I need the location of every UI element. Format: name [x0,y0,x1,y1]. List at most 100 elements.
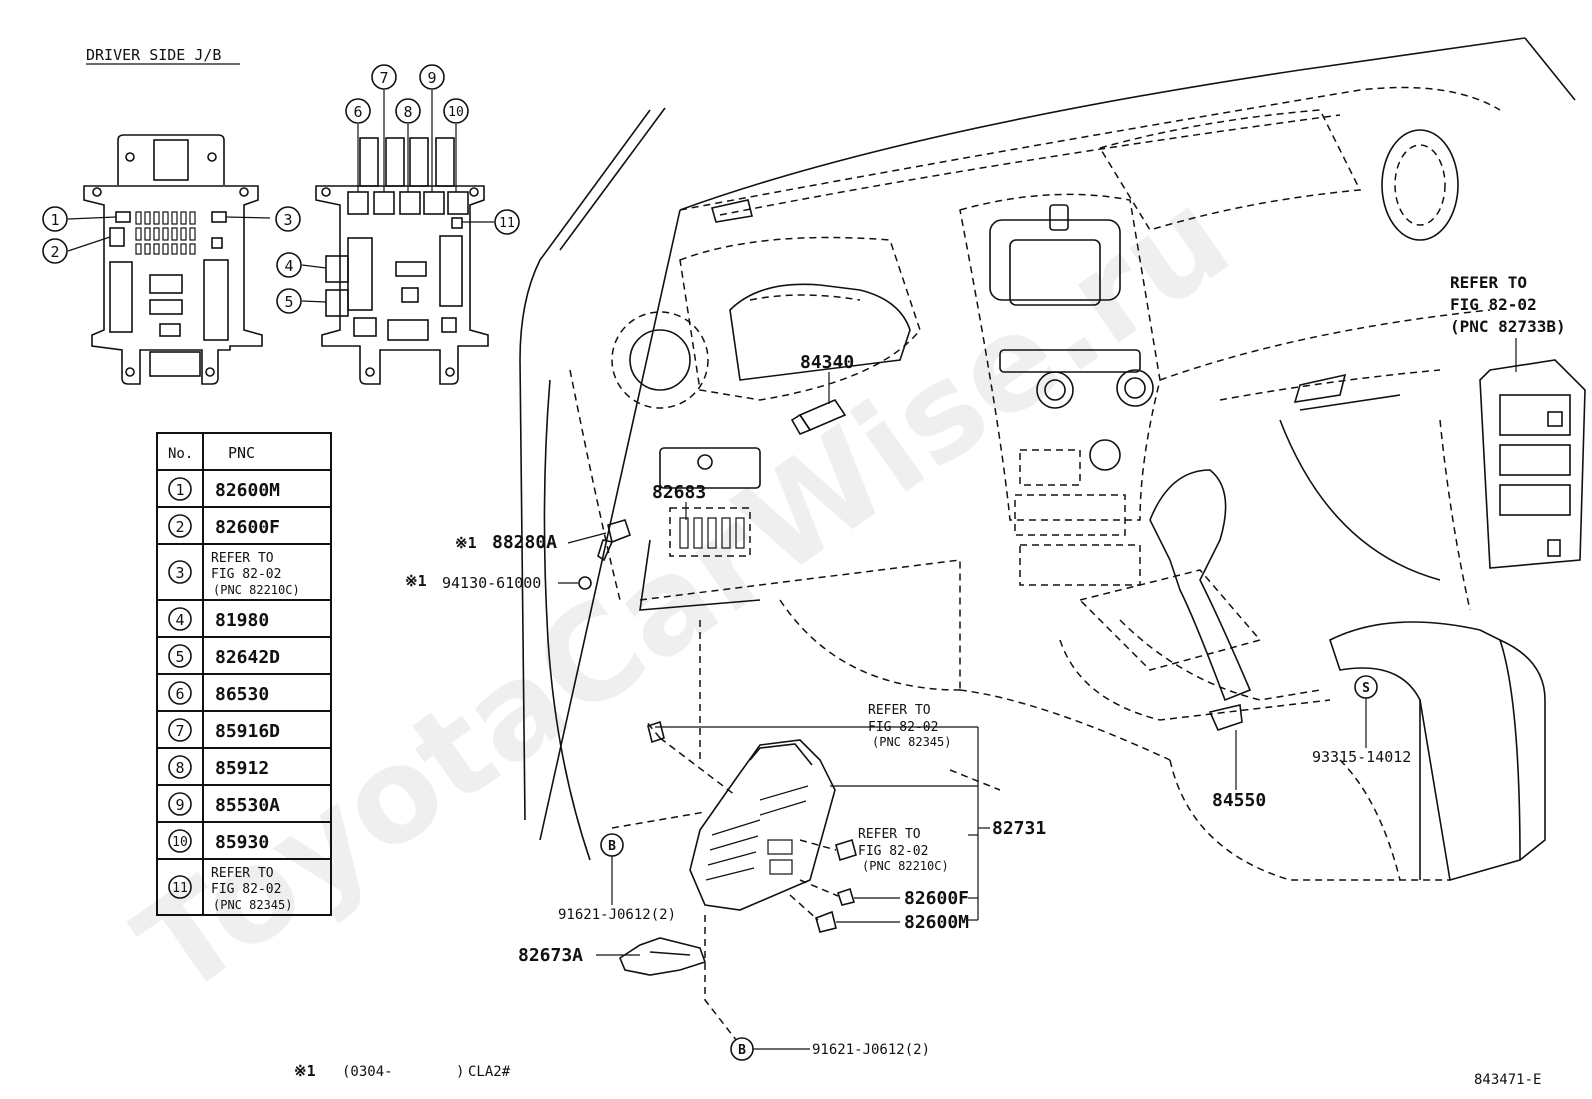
svg-text:8: 8 [175,759,184,777]
diagram-title: DRIVER SIDE J/B [86,46,221,64]
svg-text:11: 11 [499,216,515,231]
svg-text:3: 3 [283,211,292,229]
svg-text:4: 4 [284,257,293,275]
label-refer-82210C-line1: REFER TO [858,827,921,842]
label-94130-61000: 94130-61000 [442,574,541,592]
callout-4: 4 [276,252,302,278]
circle-b-lower: B [738,1043,746,1058]
table-row: 5 82642D [168,644,280,668]
figure-id: 843471-E [1474,1072,1541,1088]
part-84340: 84340 [790,352,854,436]
label-refer-82345-line1: REFER TO [868,703,931,718]
footnote-range: (0304- [342,1064,393,1080]
table-header-pnc: PNC [228,444,255,462]
pnc-table: No. PNC 1 82600M 2 82600F 3 REFER TO FIG… [156,432,332,916]
part-91621-bolt-b: B 91621-J0612(2) [730,1037,930,1061]
svg-text:(PNC 82210C): (PNC 82210C) [213,583,300,597]
table-header-no: No. [168,446,193,462]
svg-text:REFER TO: REFER TO [211,866,274,881]
table-row: 10 85930 [168,829,269,853]
svg-text:8: 8 [403,103,412,121]
label-82673A: 82673A [518,945,583,966]
svg-text:REFER TO: REFER TO [211,551,274,566]
svg-text:81980: 81980 [215,610,269,631]
part-94130-61000: ※1 94130-61000 [405,572,592,592]
part-82210C-connector: REFER TO FIG 82-02 (PNC 82210C) [799,827,949,873]
part-91621-bolt-a: B 91621-J0612(2) [558,833,676,923]
label-91621-a: 91621-J0612(2) [558,907,676,923]
label-93315-14012: 93315-14012 [1312,748,1411,766]
label-refer-82210C-line3: (PNC 82210C) [862,859,949,873]
part-82683: 82683 [652,482,706,520]
label-84550: 84550 [1212,790,1266,811]
svg-text:1: 1 [50,211,59,229]
svg-text:FIG 82-02: FIG 82-02 [211,882,281,897]
callout-8: 8 [395,98,421,124]
table-row: 2 82600F [168,514,280,538]
table-row: 3 REFER TO FIG 82-02 (PNC 82210C) [168,551,300,597]
callout-10: 10 [443,98,469,124]
callout-5: 5 [276,288,302,314]
label-88280A-mark: ※1 [455,534,477,552]
svg-text:7: 7 [379,69,388,87]
label-refer-82733B-line1: REFER TO [1450,273,1527,292]
callout-2: 2 [42,238,68,264]
part-82673A: 82673A [518,915,741,1046]
svg-text:3: 3 [175,564,184,582]
label-refer-82733B-line2: FIG 82-02 [1450,295,1537,314]
svg-text:82600F: 82600F [215,517,280,538]
svg-text:85530A: 85530A [215,795,280,816]
svg-text:7: 7 [175,722,184,740]
svg-text:85930: 85930 [215,832,269,853]
label-refer-82345-line2: FIG 82-02 [868,720,938,735]
label-refer-82733B-line3: (PNC 82733B) [1450,317,1566,336]
part-93315-14012: S 93315-14012 [1312,675,1411,766]
svg-text:10: 10 [172,835,188,850]
circle-s: S [1362,681,1370,696]
table-row: 6 86530 [168,681,269,705]
part-82731-jb: REFER TO FIG 82-02 (PNC 82345) 82731 [611,703,1046,921]
table-row: 4 81980 [168,607,269,631]
footnote-close: ) [456,1064,464,1080]
label-82683: 82683 [652,482,706,503]
junction-box-rear [315,137,489,385]
footnote-mark: ※1 [294,1062,316,1080]
label-94130-mark: ※1 [405,572,427,590]
label-refer-82345-line3: (PNC 82345) [872,735,951,749]
callout-9: 9 [419,64,445,90]
label-88280A: 88280A [492,532,557,553]
svg-text:2: 2 [175,518,184,536]
svg-text:86530: 86530 [215,684,269,705]
svg-text:9: 9 [427,69,436,87]
svg-text:5: 5 [284,293,293,311]
svg-text:6: 6 [353,103,362,121]
callout-6: 6 [345,98,371,124]
footnote-grade: CLA2# [468,1064,511,1080]
svg-text:1: 1 [175,481,184,499]
svg-text:9: 9 [175,796,184,814]
svg-text:85916D: 85916D [215,721,280,742]
callout-11: 11 [494,209,520,235]
svg-text:6: 6 [175,685,184,703]
svg-text:85912: 85912 [215,758,269,779]
part-88280A: ※1 88280A [455,519,631,562]
refer-82733B: REFER TO FIG 82-02 (PNC 82733B) [1450,273,1566,372]
table-row: 8 85912 [168,755,269,779]
junction-box-front [83,134,263,385]
circle-b-upper: B [608,839,616,854]
table-row: 7 85916D [168,718,280,742]
part-82600M: 82600M [789,894,969,933]
part-84550: 84550 [1212,730,1266,811]
table-row: 11 REFER TO FIG 82-02 (PNC 82345) [168,866,292,912]
table-row: 9 85530A [168,792,280,816]
svg-text:82642D: 82642D [215,647,280,668]
label-91621-b: 91621-J0612(2) [812,1042,930,1058]
footnote: ※1 (0304- ) CLA2# [294,1062,511,1080]
callout-1: 1 [42,206,68,232]
svg-text:5: 5 [175,648,184,666]
svg-text:11: 11 [172,881,188,896]
callout-3: 3 [275,206,301,232]
label-refer-82210C-line2: FIG 82-02 [858,844,928,859]
